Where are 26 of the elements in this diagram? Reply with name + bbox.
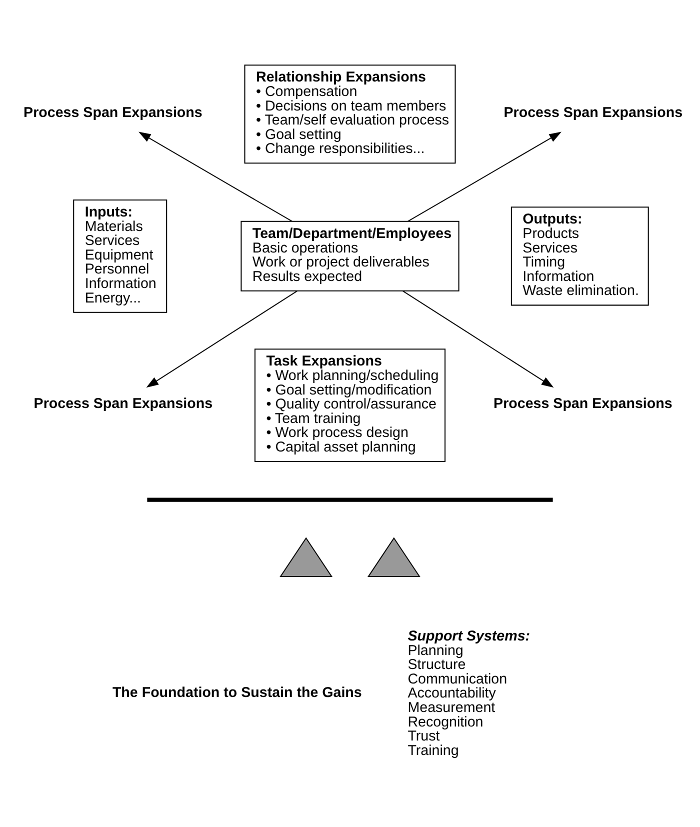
node-box: Outputs: Products Services Timing Information Waste elimination. xyxy=(510,206,649,306)
node-text: Process Span Expansions xyxy=(494,396,672,412)
label: Measurement xyxy=(408,700,496,716)
arrow xyxy=(146,290,298,388)
node-box: Task Expansions • Work planning/scheduling • Goal setting/modification • Quality control/assurance • Team training • Work process design • Capital asset planning xyxy=(254,348,446,462)
node-triangle xyxy=(367,536,420,576)
label: Structure xyxy=(408,656,466,673)
label: Recognition xyxy=(408,714,484,730)
node-box: Relationship Expansions • Compensation • Decisions on team members • Team/self evaluation process • Goal setting • Change responsibilities... xyxy=(244,64,456,164)
node-text: Process Span Expansions xyxy=(24,104,202,120)
arrow xyxy=(402,290,554,388)
label: Planning xyxy=(408,642,464,658)
node-bar xyxy=(147,497,553,502)
node-triangle xyxy=(280,536,333,576)
label: Support Systems: xyxy=(408,628,530,644)
node-box: Team/Department/Employees Basic operations Work or project deliverables Results expected xyxy=(240,220,460,291)
label: Communication xyxy=(408,670,508,687)
label: Accountability xyxy=(408,685,496,702)
node-text: Process Span Expansions xyxy=(504,104,683,120)
label: Trust xyxy=(408,728,440,744)
label: The Foundation to Sustain the Gains xyxy=(112,684,362,701)
arrow xyxy=(138,131,292,222)
node-text: Process Span Expansions xyxy=(34,396,213,412)
arrow xyxy=(408,131,562,222)
node-box: Inputs: Materials Services Equipment Personnel Information Energy... xyxy=(73,198,168,312)
label: Training xyxy=(408,742,459,758)
